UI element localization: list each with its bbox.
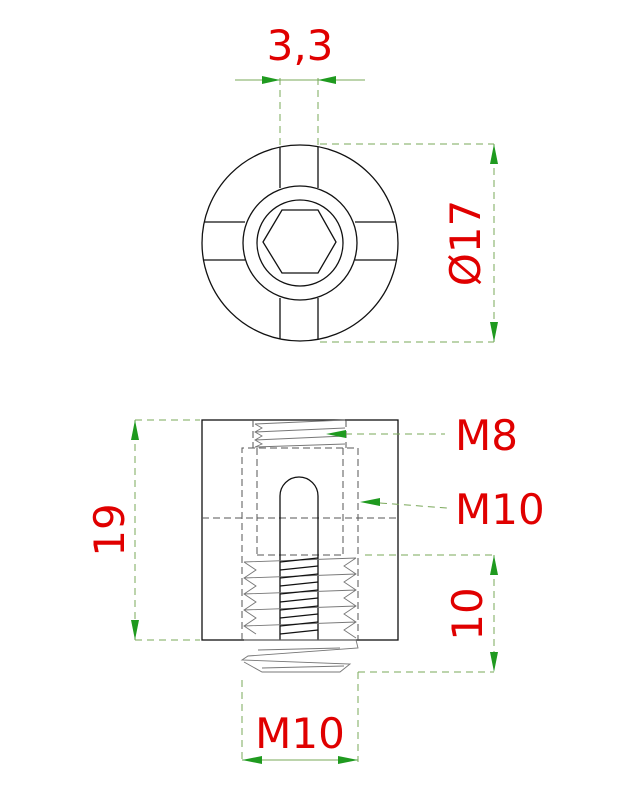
arrow-icon — [131, 620, 139, 640]
arrow-icon — [131, 420, 139, 440]
hex-socket — [262, 209, 337, 274]
arrow-icon — [360, 498, 380, 506]
arrow-icon — [262, 76, 280, 84]
inner-ring — [242, 185, 358, 301]
arrow-icon — [318, 76, 336, 84]
bore-circle — [256, 199, 344, 287]
dim-diameter: Ø17 — [320, 143, 498, 343]
arrow-icon — [490, 555, 498, 575]
arrow-icon — [326, 430, 346, 438]
external-thread — [240, 639, 359, 673]
diameter-label: Ø17 — [441, 200, 490, 287]
m8-label: M8 — [455, 411, 518, 460]
inner-thread — [243, 557, 357, 639]
arrow-icon — [490, 652, 498, 672]
outer-circle — [201, 144, 399, 342]
leader-m8: M8 — [326, 411, 518, 460]
body-outline — [201, 419, 399, 641]
cross-slots — [202, 145, 398, 341]
m10-bore-label: M10 — [455, 485, 545, 534]
arrow-icon — [490, 322, 498, 342]
arrow-icon — [242, 756, 262, 764]
dim-height: 19 — [85, 419, 200, 641]
dim-thread-length: 10 — [358, 554, 498, 673]
leader-m10: M10 — [360, 485, 545, 534]
height-label: 19 — [85, 503, 134, 556]
dim-slot-width: 3,3 — [235, 21, 365, 145]
arrow-icon — [338, 756, 358, 764]
thread-length-label: 10 — [443, 587, 492, 640]
m10-bottom-label: M10 — [255, 709, 345, 758]
top-view — [201, 144, 399, 342]
arrow-icon — [490, 144, 498, 164]
side-view — [201, 419, 399, 673]
slot-width-label: 3,3 — [267, 21, 334, 70]
m8-thread — [252, 419, 347, 448]
dim-bottom-thread: M10 — [241, 672, 359, 764]
slot — [279, 476, 319, 640]
